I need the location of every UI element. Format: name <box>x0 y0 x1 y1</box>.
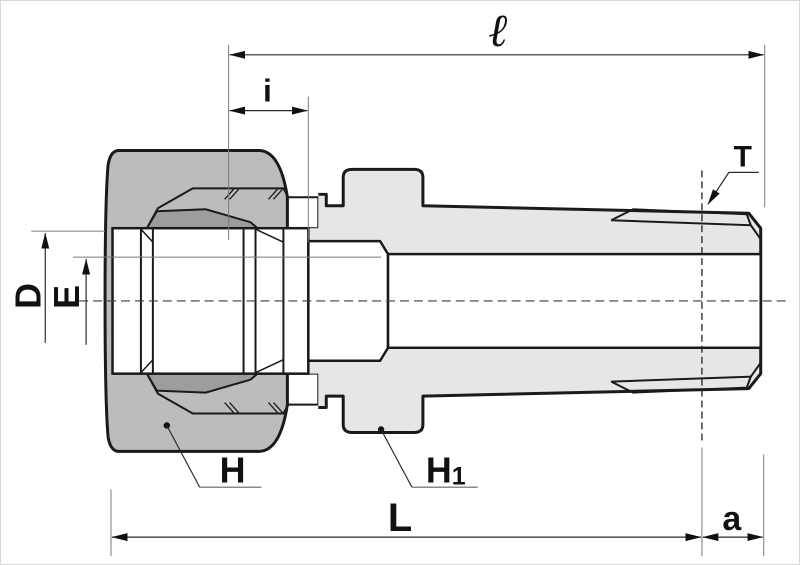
H1-leader <box>380 429 413 488</box>
H-leader-dot <box>163 422 171 429</box>
D-label: D <box>8 283 48 309</box>
T-label: T <box>734 140 752 173</box>
end-chamfer-top <box>749 224 762 240</box>
callout-H1: H1 <box>377 426 478 490</box>
i-label: i <box>263 73 272 109</box>
H-label: H <box>220 450 246 490</box>
H1-label-base: H <box>426 450 452 490</box>
H-leader <box>166 425 201 488</box>
dim-i: i <box>229 73 309 243</box>
L-label: L <box>388 496 412 540</box>
H1-leader-dot <box>377 426 385 433</box>
ell-label: ℓ <box>488 3 507 57</box>
dim-L: L <box>110 447 703 557</box>
a-label: a <box>722 500 742 538</box>
end-chamfer-bottom <box>749 362 762 378</box>
E-label: E <box>47 285 87 309</box>
dim-E: E <box>47 256 382 345</box>
thread-runout-top <box>610 208 753 227</box>
part-pipe-end <box>610 208 762 394</box>
callout-T: T <box>707 140 759 205</box>
thread-runout-bottom <box>610 375 753 394</box>
T-leader <box>707 171 759 205</box>
callout-H: H <box>163 422 262 490</box>
H1-label: H1 <box>426 450 466 490</box>
H1-label-sub: 1 <box>452 462 466 490</box>
dim-a: a <box>702 454 765 557</box>
dim-D: D <box>8 230 106 343</box>
dim-ell: ℓ <box>228 3 766 241</box>
